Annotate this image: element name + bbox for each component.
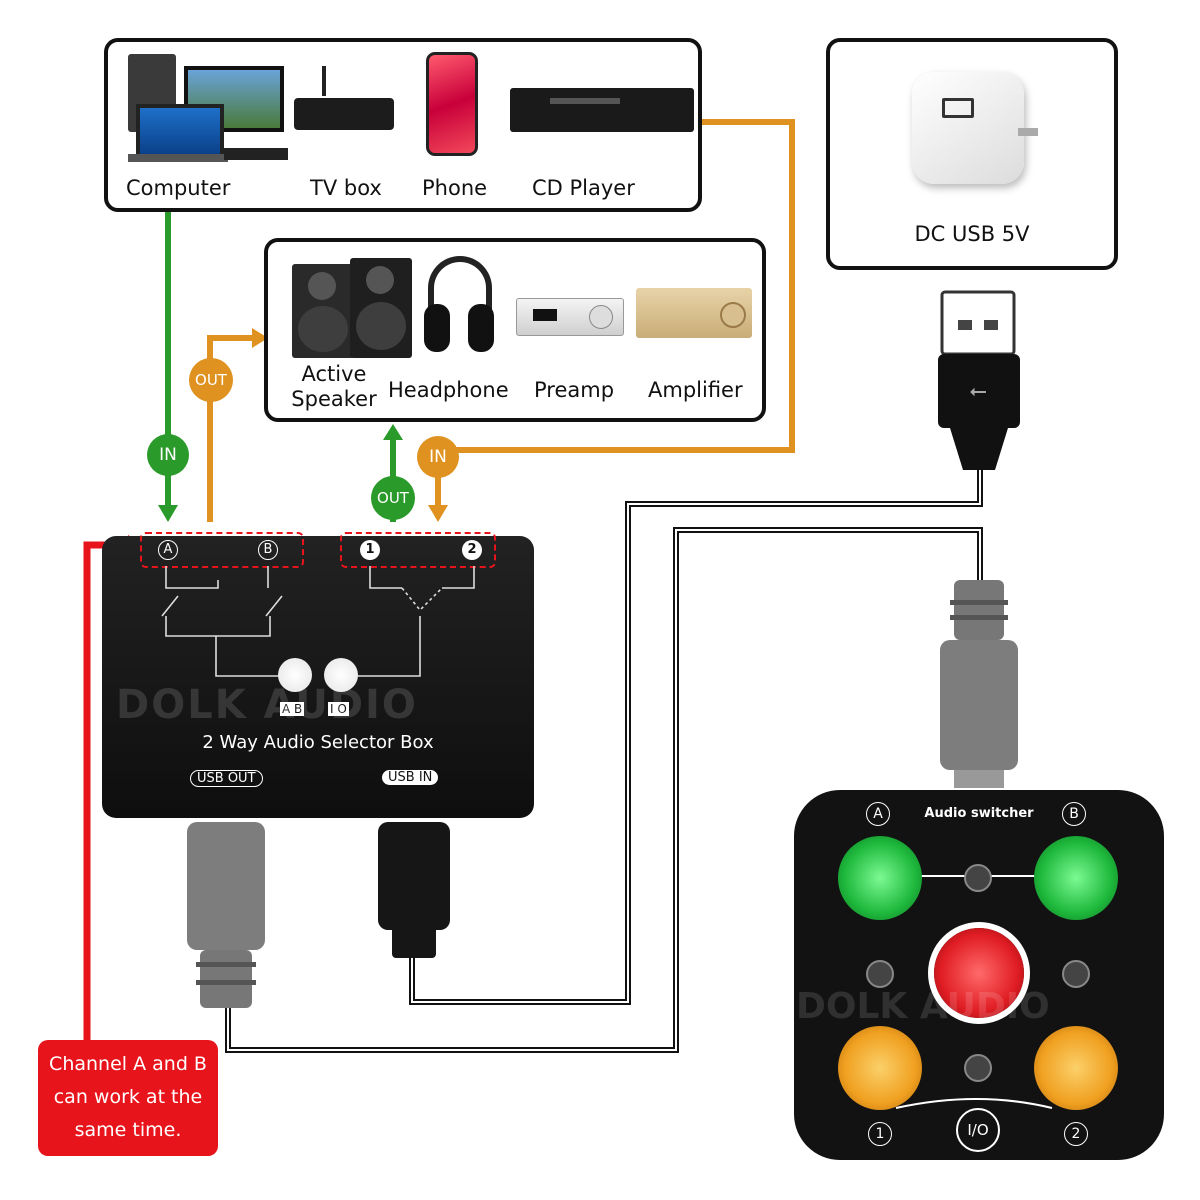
output-devices-panel: Active Speaker Headphone Preamp Amplifie…: [264, 238, 766, 422]
selector-box: A B 1 2 A B I O DOLK AUDIO 2 Way Audio S…: [102, 532, 534, 818]
output-label-headphone: Headphone: [388, 378, 509, 402]
source-label-tv-box: TV box: [310, 176, 382, 200]
port-b[interactable]: B: [258, 540, 278, 560]
usb-out-label: USB OUT: [190, 770, 263, 787]
orange-out-line: [207, 335, 255, 522]
indicator-top: [964, 864, 992, 892]
computer-icon: [128, 54, 288, 164]
ab-button[interactable]: [278, 658, 312, 692]
indicator-right: [1062, 960, 1090, 988]
remote-label-1: 1: [868, 1122, 892, 1146]
audio-switcher-remote: Audio switcher A B DOLK AUDIO 1 I/O 2: [794, 790, 1164, 1160]
remote-label-io: I/O: [956, 1108, 1000, 1152]
source-label-phone: Phone: [422, 176, 488, 200]
remote-label-2: 2: [1064, 1122, 1088, 1146]
port-1[interactable]: 1: [360, 540, 380, 560]
green-in-arrowhead: [158, 505, 178, 522]
remote-usb-plug: [940, 580, 1018, 788]
usb-out-plug: [187, 822, 265, 1008]
indicator-bottom: [964, 1054, 992, 1082]
indicator-left: [866, 960, 894, 988]
orange-in-arrowhead: [428, 505, 448, 522]
green-out-arrowhead: [383, 424, 403, 440]
source-label-computer: Computer: [126, 176, 231, 200]
phone-icon: [426, 52, 478, 156]
power-panel: DC USB 5V: [826, 38, 1118, 270]
output-label-preamp: Preamp: [534, 378, 615, 402]
port-group-12: [340, 532, 496, 568]
svg-text:⭠: ⭠: [969, 379, 987, 404]
headphone-icon: [420, 252, 504, 362]
button-b-green[interactable]: [1034, 836, 1118, 920]
amplifier-icon: [636, 288, 752, 338]
badge-right-out: OUT: [371, 476, 415, 520]
badge-left-in: IN: [147, 434, 189, 476]
badge-right-in: IN: [417, 436, 459, 478]
badge-left-out: OUT: [189, 358, 233, 402]
button-2-orange[interactable]: [1034, 1026, 1118, 1110]
port-2[interactable]: 2: [462, 540, 482, 560]
channel-note: Channel A and B can work at the same tim…: [38, 1040, 218, 1156]
io-button[interactable]: [324, 658, 358, 692]
button-1-orange[interactable]: [838, 1026, 922, 1110]
speaker-icon: [292, 258, 412, 358]
switch-circuit: [161, 566, 475, 677]
tv-box-icon: [294, 66, 394, 136]
ab-button-label: A B: [280, 702, 305, 716]
button-a-green[interactable]: [838, 836, 922, 920]
remote-brand-watermark: DOLK AUDIO: [796, 986, 1050, 1027]
preamp-icon: [516, 298, 624, 336]
cd-player-icon: [510, 88, 694, 132]
source-devices-panel: Computer TV box Phone CD Player: [104, 38, 702, 212]
port-group-ab: [140, 532, 304, 568]
remote-label-a: A: [866, 802, 890, 826]
source-label-cd-player: CD Player: [532, 176, 635, 200]
button-io-red[interactable]: [934, 928, 1024, 1018]
usb-power-adapter-icon: [912, 72, 1038, 184]
port-a[interactable]: A: [158, 540, 178, 560]
brand-watermark: DOLK AUDIO: [116, 682, 418, 728]
io-button-label: I O: [328, 702, 349, 716]
orange-out-arrowhead: [252, 328, 268, 348]
power-label: DC USB 5V: [914, 222, 1030, 246]
box-title: 2 Way Audio Selector Box: [202, 732, 434, 753]
remote-title: Audio switcher: [924, 806, 1034, 821]
usb-in-plug: [378, 822, 450, 958]
remote-label-b: B: [1062, 802, 1086, 826]
usb-a-plug: ⭠: [938, 290, 1020, 470]
usb-in-label: USB IN: [382, 770, 439, 785]
output-label-amplifier: Amplifier: [648, 378, 743, 402]
output-label-active-speaker: Active Speaker: [291, 362, 377, 411]
